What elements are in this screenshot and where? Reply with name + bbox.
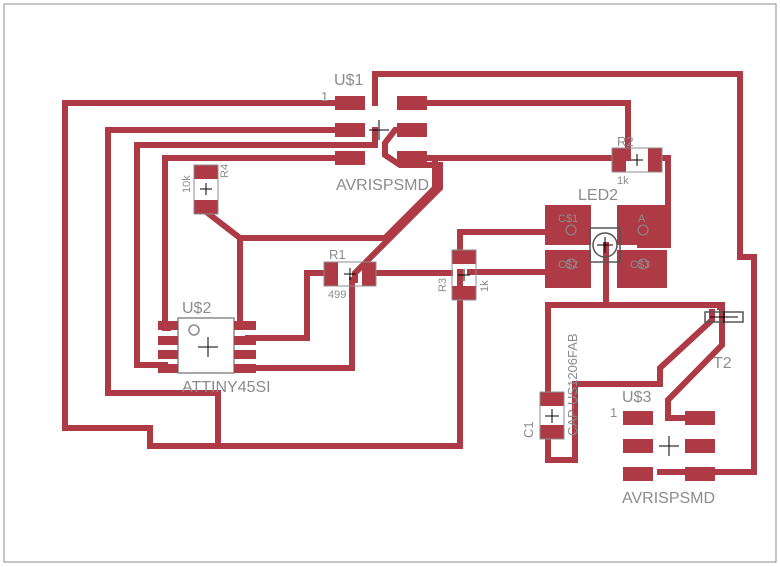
- u2-pad: [158, 364, 178, 373]
- c1-capacitor: [539, 391, 565, 440]
- t2-switch: [704, 302, 744, 323]
- r1-name-label: R1: [329, 247, 346, 262]
- trace-u1p3-u2: [105, 127, 348, 396]
- r2-value-label: 1k: [617, 175, 629, 187]
- u1-connector: [335, 96, 427, 165]
- u3-pin1-label: 1: [610, 405, 617, 420]
- r4-resistor: [193, 164, 219, 215]
- u1-pad: [335, 123, 365, 137]
- u1-pad: [397, 151, 427, 165]
- u2-pad: [158, 350, 178, 359]
- trace-r1-u2: [245, 277, 355, 371]
- u1-origin-cross: [369, 120, 389, 140]
- u2-value-label: ATTINY45SI: [182, 379, 271, 396]
- trace-u1-top: [372, 71, 757, 475]
- trace-r3-led: [457, 229, 568, 259]
- u2-pad: [158, 336, 178, 345]
- trace-c1-gnd: [545, 429, 578, 463]
- led2-c3-label: C$3: [630, 259, 650, 271]
- trace-c1-t2: [572, 309, 715, 461]
- u3-name-label: U$3: [622, 389, 651, 406]
- u3-pad: [685, 439, 715, 453]
- board-outline: [3, 3, 777, 563]
- led2-c2-label: C$2: [558, 259, 578, 271]
- u3-connector: [623, 411, 715, 481]
- r3-name-label: R3: [437, 278, 449, 292]
- trace-u1p1-outer: [62, 100, 463, 449]
- r4-name-label: R4: [219, 164, 231, 178]
- trace-u1p2-r2: [407, 100, 631, 161]
- led2-name-label: LED2: [578, 187, 618, 204]
- u2-pad: [234, 350, 256, 359]
- u1-pin1-label: 1: [321, 89, 328, 104]
- u3-pad: [623, 467, 653, 481]
- u2-pad: [234, 364, 256, 373]
- u2-pad: [234, 321, 256, 330]
- u3-value-label: AVRISPSMD: [622, 490, 715, 507]
- u1-pad: [397, 96, 427, 110]
- r1-resistor: [323, 261, 377, 287]
- u2-name-label: U$2: [182, 300, 211, 317]
- r2-resistor: [611, 147, 663, 173]
- led2-a-label: A: [638, 213, 646, 225]
- u3-pad: [623, 439, 653, 453]
- u1-name-label: U$1: [334, 72, 363, 89]
- u3-pad: [685, 411, 715, 425]
- u2-pad: [158, 321, 178, 330]
- led2-rgb: [545, 205, 667, 288]
- t2-name-label: T2: [713, 355, 732, 372]
- labels: U$1 1 AVRISPSMD R2 1k R4 10k LED2 C$1 A …: [181, 72, 732, 507]
- trace-led-c1: [545, 242, 609, 401]
- led2-c1-label: C$1: [558, 213, 578, 225]
- u1-pad: [397, 123, 427, 137]
- u2-pad: [234, 336, 256, 345]
- trace-u1p5-u2: [134, 127, 378, 368]
- c1-name-label: C1: [521, 421, 536, 438]
- u2-ic: [158, 317, 256, 374]
- r2-name-label: R2: [617, 134, 634, 149]
- trace-r1-left: [245, 270, 338, 341]
- r3-resistor: [451, 249, 477, 301]
- u3-pad: [685, 467, 715, 481]
- c1-value-label: CAP-US1206FAB: [565, 333, 580, 436]
- u3-pad: [623, 411, 653, 425]
- trace-r4-node: [200, 155, 438, 241]
- r4-value-label: 10k: [181, 175, 193, 193]
- r1-value-label: 499: [328, 289, 346, 301]
- u1-pad: [335, 151, 365, 165]
- led-pad: [545, 250, 591, 288]
- led-pad: [545, 205, 591, 245]
- u1-value-label: AVRISPSMD: [336, 177, 429, 194]
- u1-pad: [335, 96, 365, 110]
- u3-origin-cross: [659, 436, 679, 456]
- r3-value-label: 1k: [479, 280, 491, 292]
- trace-t2-u3: [665, 309, 725, 421]
